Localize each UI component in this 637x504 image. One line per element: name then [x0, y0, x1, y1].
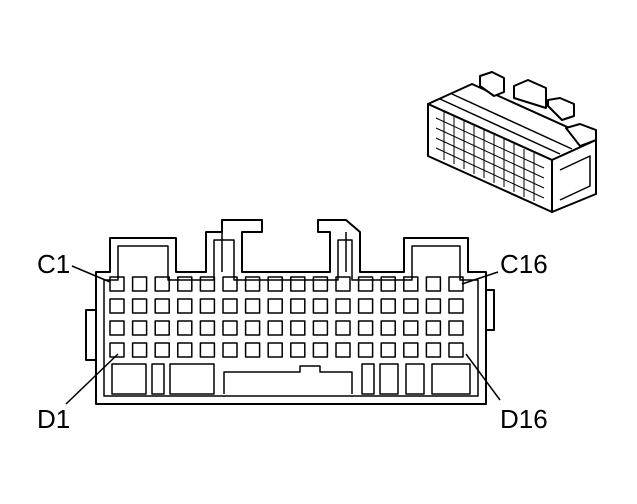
connector-bottom-keys: [111, 363, 471, 395]
pin-cavity: [154, 320, 170, 336]
pin-cavity: [267, 342, 283, 358]
pin-cavity: [199, 298, 216, 314]
label-d16: D16: [500, 404, 548, 434]
pin-cavity: [448, 276, 464, 292]
pin-cavity-grid: [109, 276, 464, 358]
pin-cavity: [403, 298, 419, 314]
pin-cavity: [109, 320, 125, 336]
pin-cavity: [154, 276, 170, 292]
pin-cavity: [177, 298, 193, 314]
pin-cavity: [425, 342, 442, 358]
pin-cavity: [131, 298, 148, 314]
pin-cavity: [425, 320, 442, 336]
label-c16: C16: [500, 249, 548, 279]
pin-cavity: [380, 320, 396, 336]
pin-cavity: [109, 276, 125, 292]
pin-cavity: [403, 342, 419, 358]
pin-cavity: [177, 320, 193, 336]
pin-cavity: [222, 320, 238, 336]
pin-cavity: [177, 342, 193, 358]
pin-cavity: [357, 276, 374, 292]
leader-line-c1: [71, 265, 111, 283]
pin-cavity: [335, 276, 351, 292]
pin-cavity: [267, 298, 283, 314]
pin-cavity: [244, 342, 261, 358]
pin-cavity: [290, 320, 306, 336]
pin-cavity: [222, 342, 238, 358]
label-d1: D1: [37, 404, 70, 434]
pin-cavity: [380, 276, 396, 292]
pin-cavity: [199, 276, 216, 292]
pin-cavity: [312, 276, 329, 292]
pin-cavity: [177, 276, 193, 292]
pin-cavity: [199, 320, 216, 336]
pin-cavity: [199, 342, 216, 358]
pin-cavity: [267, 320, 283, 336]
pin-cavity: [244, 320, 261, 336]
pin-cavity: [448, 298, 464, 314]
pin-cavity: [222, 276, 238, 292]
pin-cavity: [154, 342, 170, 358]
connector-isometric-view: [427, 71, 597, 213]
pin-cavity: [312, 298, 329, 314]
pin-cavity: [335, 298, 351, 314]
pin-cavity: [448, 320, 464, 336]
pin-cavity: [154, 298, 170, 314]
pin-cavity: [109, 298, 125, 314]
pin-cavity: [380, 298, 396, 314]
pin-cavity: [448, 342, 464, 358]
pin-cavity: [403, 276, 419, 292]
pin-cavity: [131, 320, 148, 336]
leader-lines: [65, 265, 501, 405]
pin-cavity: [335, 342, 351, 358]
pin-cavity: [267, 276, 283, 292]
pin-cavity: [222, 298, 238, 314]
pin-cavity: [403, 320, 419, 336]
leader-line-d1: [65, 353, 119, 405]
pin-cavity: [425, 276, 442, 292]
leader-line-d16: [465, 353, 501, 401]
connector-housing: [95, 219, 487, 405]
pin-cavity: [131, 276, 148, 292]
pin-cavity: [244, 298, 261, 314]
pin-cavity: [131, 342, 148, 358]
pin-cavity: [335, 320, 351, 336]
pin-cavity: [312, 320, 329, 336]
pin-cavity: [290, 342, 306, 358]
pin-cavity: [290, 276, 306, 292]
pin-cavity: [312, 342, 329, 358]
connector-front-view: [85, 219, 495, 405]
pin-cavity: [244, 276, 261, 292]
leader-line-c16: [461, 271, 499, 285]
label-c1: C1: [37, 249, 70, 279]
pin-cavity: [290, 298, 306, 314]
isometric-pin-grid: [435, 112, 545, 201]
pin-cavity: [380, 342, 396, 358]
pin-cavity: [357, 320, 374, 336]
pin-cavity: [109, 342, 125, 358]
pin-cavity: [357, 298, 374, 314]
pin-cavity: [425, 298, 442, 314]
pin-cavity: [357, 342, 374, 358]
